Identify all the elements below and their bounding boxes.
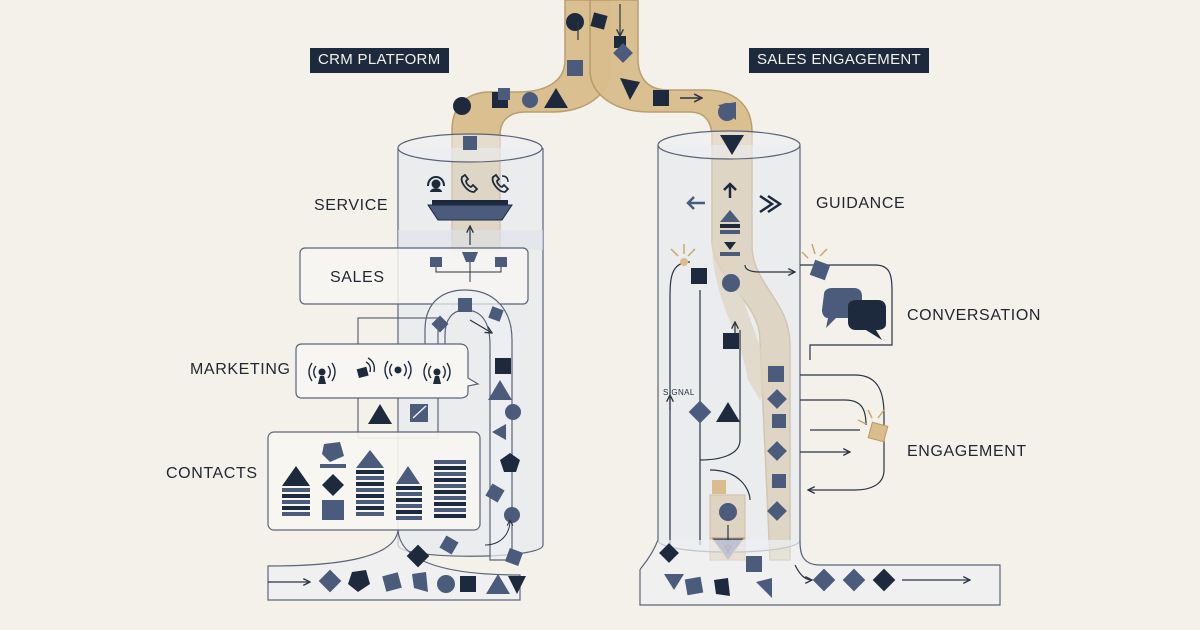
contacts-label: CONTACTS	[166, 465, 258, 482]
sales-label: SALES	[330, 269, 385, 286]
phone-ring-icon	[491, 173, 510, 193]
chat-bubbles-icon	[822, 288, 886, 340]
ribbon-items	[453, 4, 744, 155]
conversation-label: CONVERSATION	[907, 307, 1042, 324]
engagement-label: ENGAGEMENT	[907, 443, 1027, 460]
broadcast-icon	[423, 362, 451, 384]
signal-annotation: SIGNAL	[663, 388, 695, 397]
phone-icon	[460, 173, 479, 193]
broadcast-icon	[308, 362, 336, 384]
spark-icon	[670, 243, 885, 425]
intake-conveyor	[267, 529, 526, 601]
service-layer	[427, 173, 513, 245]
crm-conveyor	[424, 289, 523, 566]
guidance-layer	[686, 182, 783, 256]
output-conveyor	[639, 539, 1001, 606]
headset-icon	[427, 176, 445, 192]
service-label: SERVICE	[314, 197, 389, 214]
broadcast-icon	[384, 360, 412, 380]
crm-platform-title: CRM PLATFORM	[310, 48, 449, 73]
engagement-routing	[670, 243, 893, 561]
guidance-label: GUIDANCE	[816, 195, 906, 212]
sales-engagement-title: SALES ENGAGEMENT	[749, 48, 930, 73]
contacts-panel	[267, 431, 481, 531]
broadcast-icon	[356, 357, 376, 379]
marketing-label: MARKETING	[190, 361, 291, 378]
